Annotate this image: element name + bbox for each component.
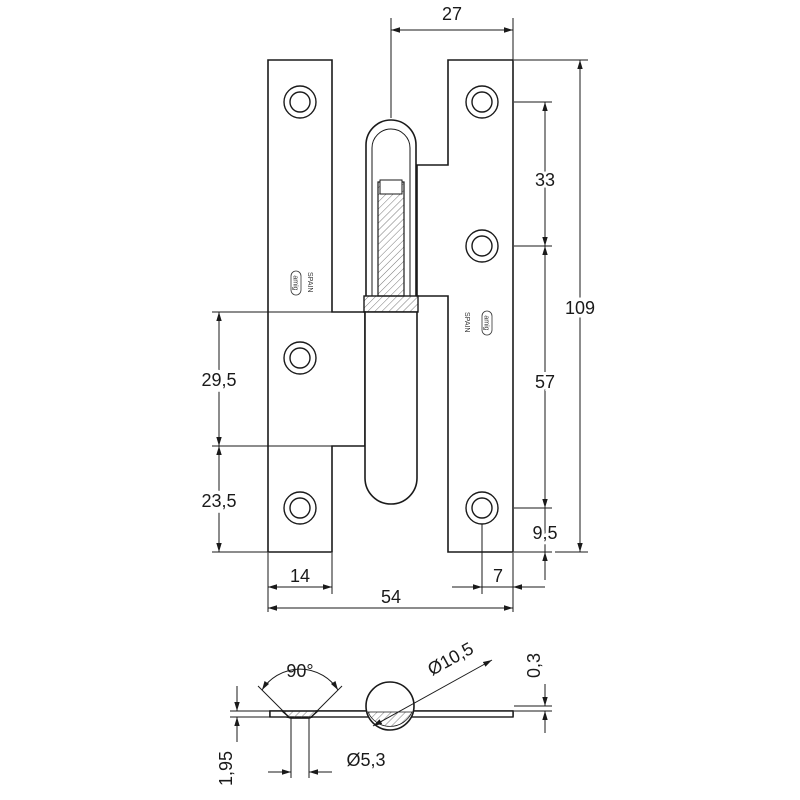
dim-left-hole-spacing: 29,5	[201, 370, 236, 390]
dim-overall-height: 109	[565, 298, 595, 318]
section-view: 90° Ø10,5 0,3 1,95 Ø5,3	[216, 638, 552, 786]
front-view: amig SPAIN amig SPAIN	[267, 59, 514, 553]
dim-hole-diameter: Ø5,3	[346, 750, 385, 770]
country-mark-right: SPAIN	[463, 312, 470, 333]
hole-left-bottom	[283, 491, 317, 525]
dim-plate-thickness: 1,95	[216, 751, 236, 786]
dim-plate-gap: 0,3	[524, 653, 544, 678]
right-leaf	[416, 59, 514, 553]
brand-mark-right: amig	[483, 315, 490, 330]
dimension-lines: 27 33 57 9,5 109 29,5 23,5 14	[198, 4, 599, 612]
dim-countersink-angle: 90°	[286, 661, 313, 681]
dim-overall-width: 54	[381, 587, 401, 607]
brand-mark-left: amig	[292, 275, 299, 290]
hole-right-top	[465, 85, 499, 119]
hole-right-middle	[465, 229, 499, 263]
brand-logo-left: amig	[290, 270, 302, 296]
country-mark-left: SPAIN	[306, 272, 313, 293]
hole-left-middle	[283, 341, 317, 375]
dim-bottom-offset-right: 9,5	[532, 523, 557, 543]
barrel	[364, 311, 418, 505]
dim-right-edge-offset: 7	[493, 566, 503, 586]
pin-loop-inner	[371, 128, 411, 296]
dim-left-leaf-width: 14	[290, 566, 310, 586]
dim-hole-spacing-top: 33	[535, 170, 555, 190]
pin-tip	[379, 179, 403, 195]
dim-pin-offset: 27	[442, 4, 462, 24]
pin-shank	[377, 181, 405, 297]
dim-hole-spacing-right: 57	[535, 372, 555, 392]
brand-logo-right: amig	[481, 310, 493, 336]
left-leaf	[267, 59, 366, 553]
dim-left-bottom-offset: 23,5	[201, 491, 236, 511]
pin-collar	[363, 295, 419, 313]
hole-left-top	[283, 85, 317, 119]
hole-right-bottom	[465, 491, 499, 525]
